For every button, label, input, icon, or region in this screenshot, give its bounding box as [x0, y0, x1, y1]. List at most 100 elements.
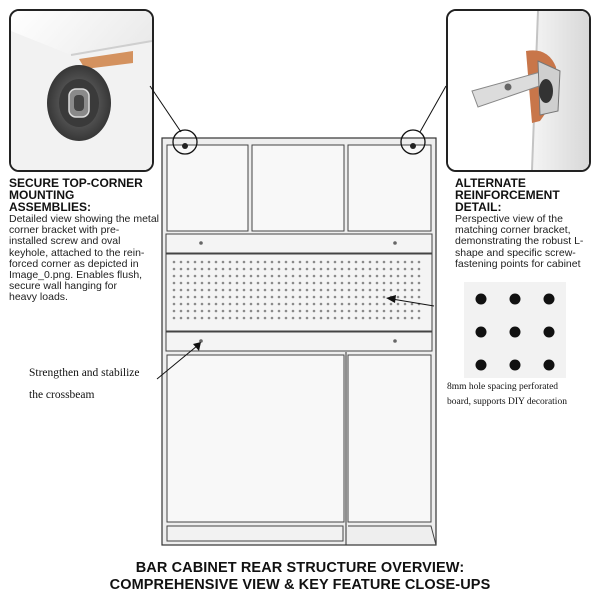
pegboard-hole — [221, 260, 225, 264]
pegboard-hole — [389, 274, 393, 278]
pegboard-hole — [298, 281, 302, 285]
page-title: BAR CABINET REAR STRUCTURE OVERVIEW: COM… — [0, 560, 600, 594]
keyhole-bracket-image — [11, 11, 152, 170]
pegboard-hole — [410, 295, 414, 299]
pegboard-hole — [291, 295, 295, 299]
pegboard-note-line: 8mm hole spacing perforated — [447, 382, 559, 392]
pegboard-hole — [263, 267, 267, 271]
pegboard-hole — [340, 288, 344, 292]
rail-screw — [199, 241, 203, 245]
pegboard-hole — [410, 316, 414, 320]
pegboard-hole — [277, 309, 281, 313]
pegboard-hole — [235, 309, 239, 313]
pegboard-hole — [305, 316, 309, 320]
pegboard-hole — [193, 260, 197, 264]
pegboard-hole — [277, 302, 281, 306]
pegboard-hole — [214, 281, 218, 285]
pegboard-hole — [389, 288, 393, 292]
pegboard-hole — [277, 267, 281, 271]
pegboard-hole — [284, 316, 288, 320]
pegboard-hole — [228, 260, 232, 264]
pegboard-hole — [305, 267, 309, 271]
pegboard-hole — [298, 316, 302, 320]
pegboard-hole — [354, 316, 358, 320]
pegboard-hole — [326, 267, 330, 271]
right-callout-heading-2: REINFORCEMENT DETAIL: — [455, 188, 560, 214]
left-leader-line — [149, 85, 182, 133]
pegboard-hole — [284, 295, 288, 299]
pegboard-hole — [340, 260, 344, 264]
pegboard-hole — [186, 267, 190, 271]
pegboard-hole — [417, 309, 421, 313]
pegboard-hole — [249, 302, 253, 306]
pegboard-hole — [193, 281, 197, 285]
pegboard-hole — [256, 309, 260, 313]
pegboard-hole — [193, 316, 197, 320]
pegboard-hole — [305, 302, 309, 306]
pegboard-hole — [396, 281, 400, 285]
pegboard-hole — [305, 281, 309, 285]
pegboard-hole — [319, 295, 323, 299]
left-bracket-screw — [182, 143, 188, 149]
pegboard-hole — [214, 267, 218, 271]
pegboard-hole — [242, 260, 246, 264]
right-leader-line — [419, 85, 447, 133]
pegboard-hole — [305, 295, 309, 299]
sample-hole — [509, 359, 521, 371]
pegboard-hole — [284, 281, 288, 285]
sample-hole — [475, 293, 487, 305]
pegboard-hole — [228, 267, 232, 271]
pegboard-hole — [354, 281, 358, 285]
page-title-line-2: COMPREHENSIVE VIEW & KEY FEATURE CLOSE-U… — [109, 577, 491, 593]
pegboard-hole — [298, 309, 302, 313]
pegboard-hole — [256, 288, 260, 292]
pegboard-hole — [333, 288, 337, 292]
right-leg-step — [348, 525, 437, 546]
pegboard-hole — [249, 281, 253, 285]
pegboard-hole — [319, 288, 323, 292]
pegboard-hole — [382, 274, 386, 278]
pegboard-hole — [347, 316, 351, 320]
pegboard-hole — [298, 302, 302, 306]
pegboard-hole — [326, 295, 330, 299]
pegboard-hole — [319, 281, 323, 285]
pegboard-hole — [375, 309, 379, 313]
pegboard-holes — [172, 260, 421, 320]
pegboard-hole — [312, 267, 316, 271]
sample-hole — [543, 359, 555, 371]
pegboard-hole — [263, 288, 267, 292]
pegboard-hole — [291, 267, 295, 271]
pegboard-hole — [312, 281, 316, 285]
pegboard-hole — [235, 295, 239, 299]
pegboard-hole — [333, 281, 337, 285]
pegboard-hole — [228, 302, 232, 306]
pegboard-hole — [368, 302, 372, 306]
pegboard-hole — [375, 288, 379, 292]
pegboard-hole — [207, 309, 211, 313]
pegboard-hole — [200, 281, 204, 285]
pegboard-hole — [347, 260, 351, 264]
pegboard-hole — [235, 260, 239, 264]
pegboard-hole — [193, 295, 197, 299]
pegboard-hole — [172, 302, 176, 306]
pegboard-hole — [417, 288, 421, 292]
pegboard-hole — [382, 309, 386, 313]
pegboard-hole — [396, 316, 400, 320]
pegboard-hole — [340, 281, 344, 285]
pegboard-hole — [179, 316, 183, 320]
right-callout: ALTERNATE REINFORCEMENT DETAIL: Perspect… — [455, 177, 597, 270]
left-callout-heading-1: SECURE TOP-CORNER — [9, 176, 143, 190]
pegboard-hole — [263, 260, 267, 264]
pegboard-hole — [312, 309, 316, 313]
pegboard-hole — [298, 295, 302, 299]
pegboard-hole — [207, 295, 211, 299]
pegboard-hole — [186, 288, 190, 292]
pegboard-hole — [277, 281, 281, 285]
pegboard-hole — [228, 295, 232, 299]
pegboard-hole — [368, 267, 372, 271]
pegboard-hole — [312, 302, 316, 306]
pegboard-hole — [382, 288, 386, 292]
sample-hole — [475, 326, 487, 338]
pegboard-hole — [382, 295, 386, 299]
pegboard-hole — [277, 274, 281, 278]
